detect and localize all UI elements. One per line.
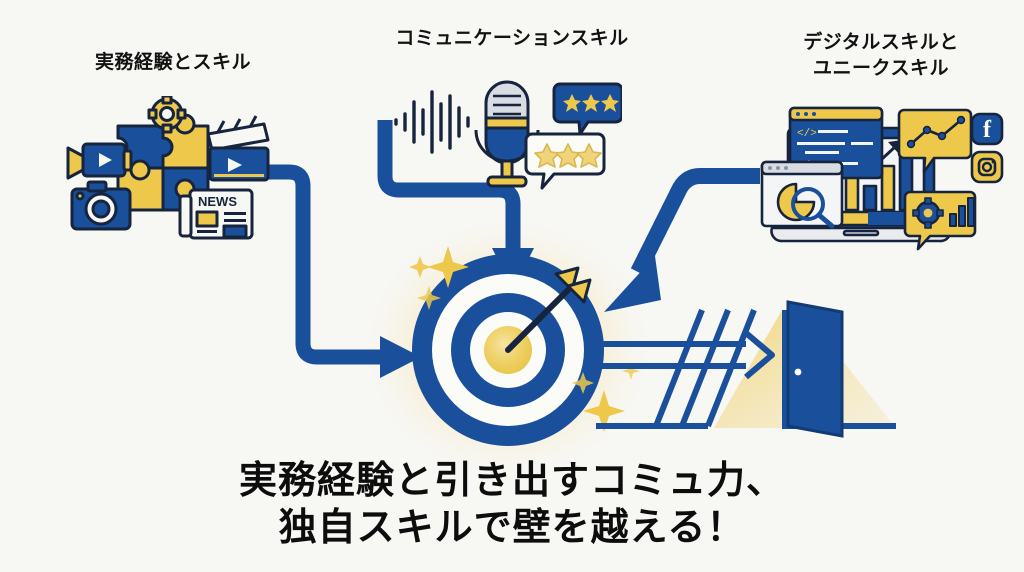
sparkle-icon [427,246,469,288]
arrow-in-bullseye [505,266,592,353]
instagram-icon [970,150,1004,184]
microphone-icon [474,80,540,188]
newspaper-icon: NEWS [178,188,254,240]
breakthrough-wall-door [596,300,896,438]
newspaper-headline: NEWS [198,194,237,209]
review-bubble-white [524,132,606,190]
label-left-cluster: 実務経験とスキル [94,52,251,73]
sparkle-icon [409,256,431,278]
right-cluster-illustration: </> </> [760,106,1004,251]
sparkle-icon [583,390,625,432]
photo-camera-icon [70,180,132,231]
open-door-icon [782,300,844,438]
settings-callout [903,190,977,251]
video-camera-icon [66,142,133,180]
sparkle-icon [572,372,594,394]
label-center-cluster: コミュニケーションスキル [395,28,629,49]
clapperboard-icon [206,115,270,182]
gear-icon [147,96,187,134]
target-sparkles [409,246,640,432]
puzzle-knob-left [129,159,151,181]
analytics-magnifier-window [760,160,844,229]
progress-bar-fill [868,212,911,226]
sound-wave-icon [394,90,470,154]
flow-right-to-target [604,168,760,312]
breakthrough-arrow [596,330,775,380]
label-right-cluster: デジタルスキルと ユニークスキル [803,32,959,79]
code-glyph: </> [797,128,817,140]
review-bubble-blue [552,82,622,136]
left-cluster-illustration: NEWS [66,96,270,240]
headline-caption: 実務経験と引き出すコミュ力、 独自スキルで壁を越える！ [238,460,785,550]
flow-left-to-target [258,164,421,378]
puzzle-piece-top-right [161,124,210,170]
facebook-icon: f [970,112,1004,146]
wall-slashes [653,308,757,428]
sparkle-icon [622,362,640,380]
facebook-glyph: f [983,117,992,143]
sparkle-icon [417,286,441,310]
bullseye-target [412,254,604,446]
door-knob [794,368,802,376]
gear-icon-small [912,197,944,229]
trend-callout [897,108,973,174]
center-cluster-illustration [394,80,622,190]
